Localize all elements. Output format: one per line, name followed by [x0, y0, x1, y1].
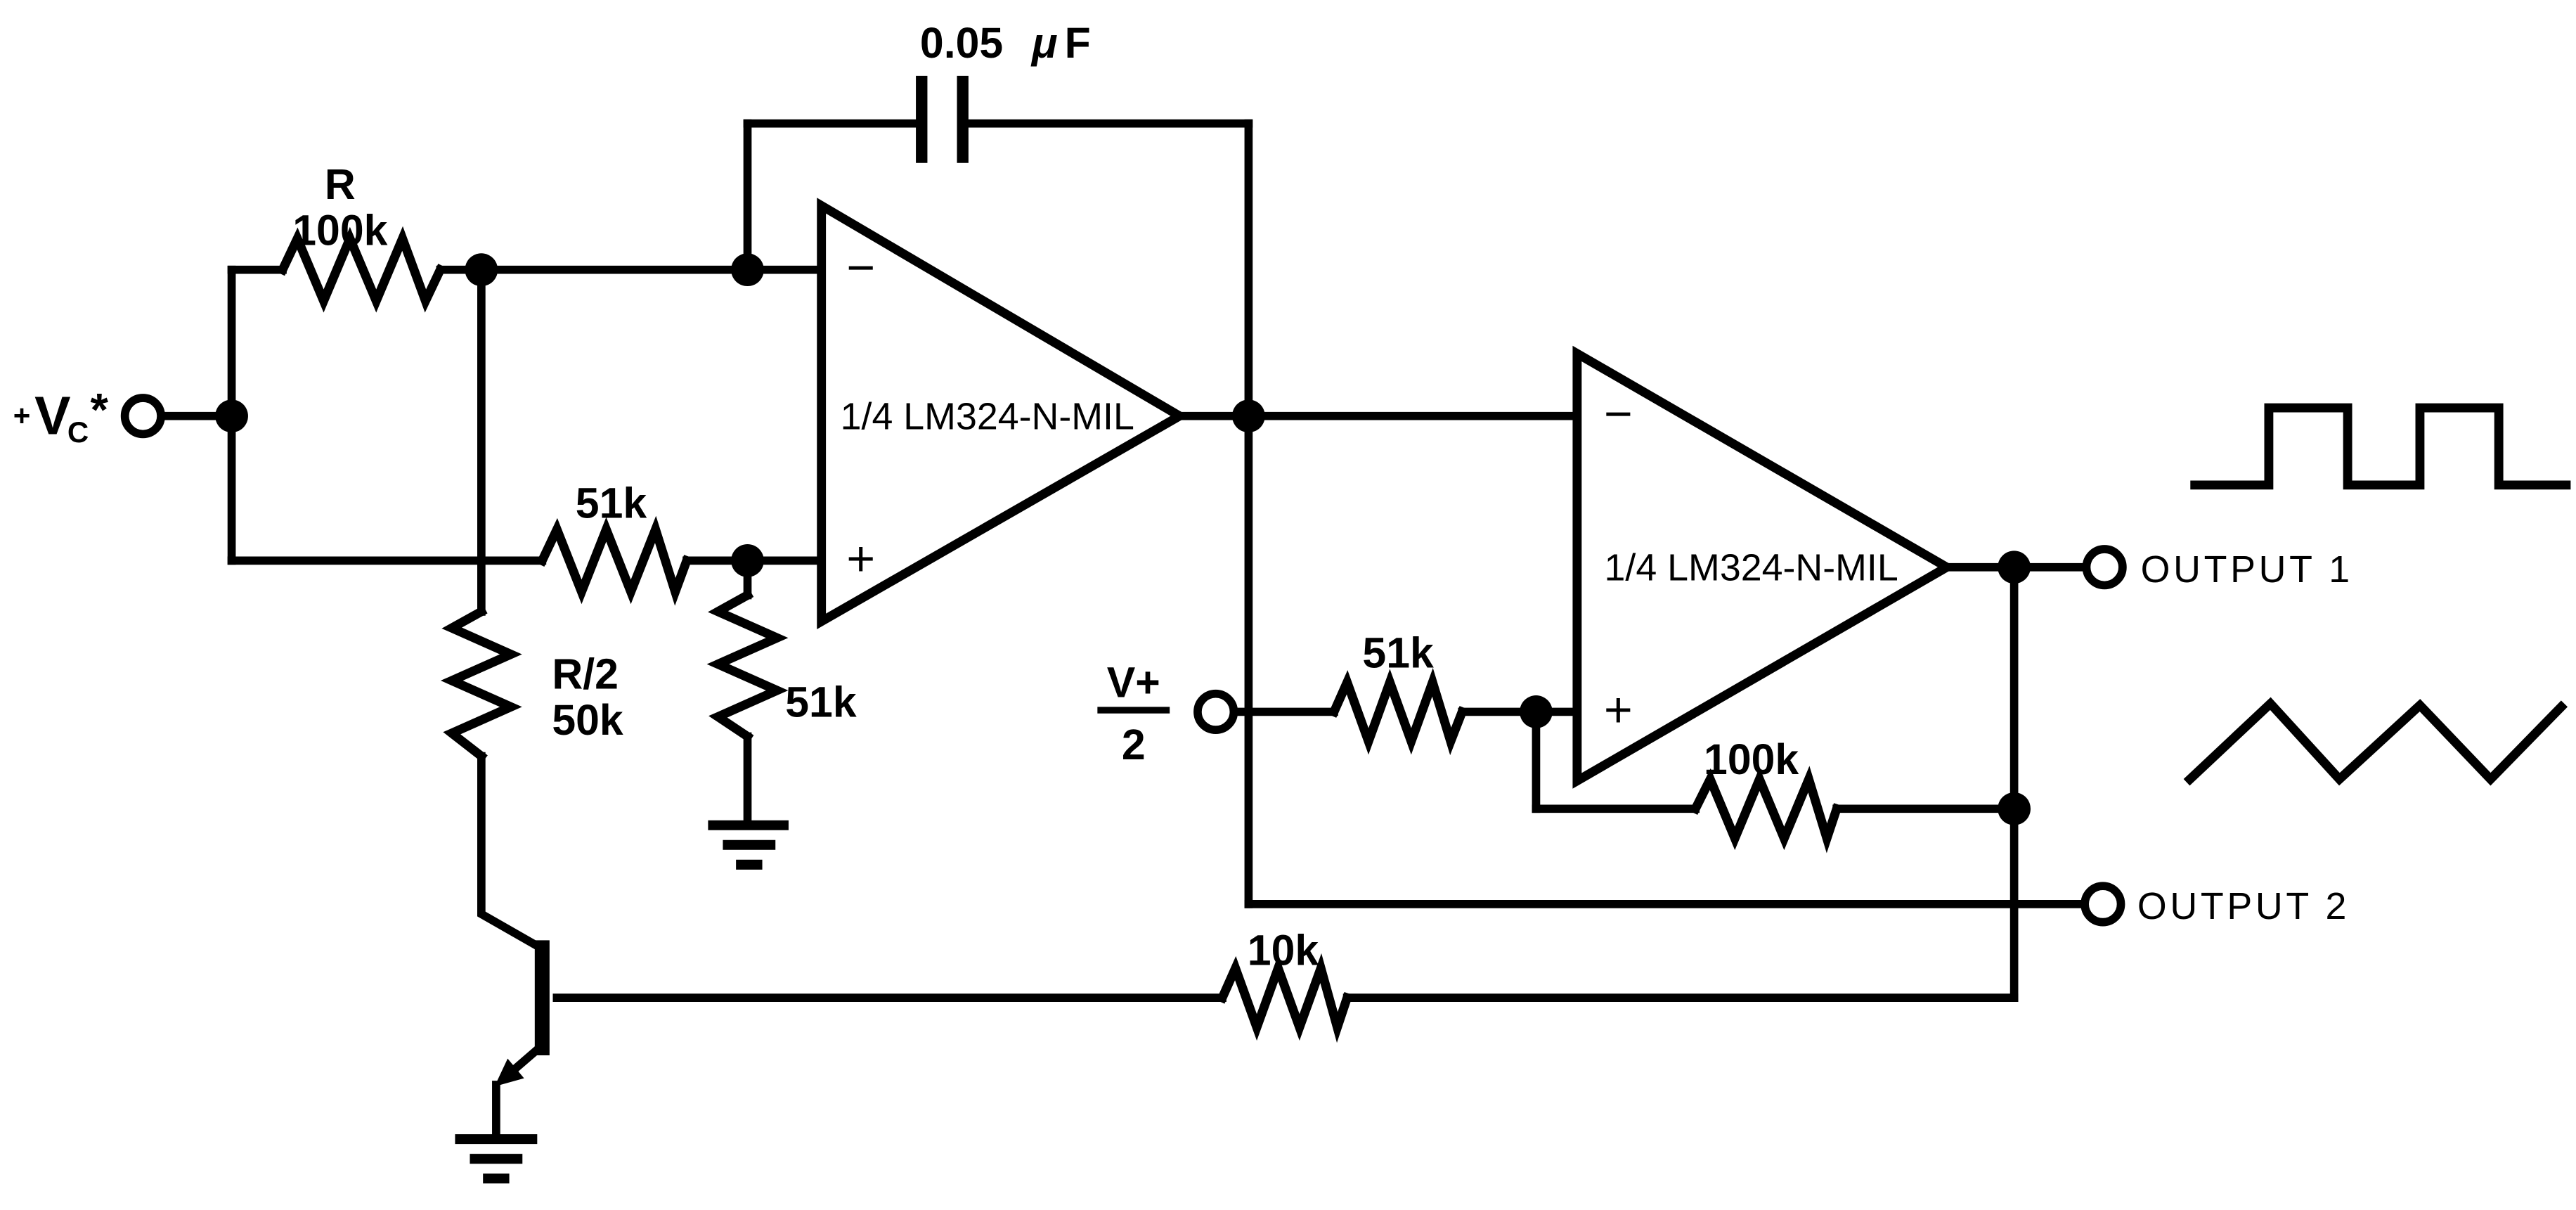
- vc-subscript-label: C: [67, 416, 89, 449]
- junction-dot: [465, 253, 498, 287]
- junction-dot: [1232, 399, 1265, 433]
- capacitor-value-label: 0.05: [920, 19, 1003, 67]
- junction-dot: [1998, 792, 2031, 825]
- terminal-vref-input: [1193, 689, 1238, 734]
- opamp2-label: 1/4 LM324-N-MIL: [1605, 546, 1898, 588]
- opamp1-inverting-symbol: −: [846, 240, 875, 295]
- resistor-10k-base: [1216, 953, 1353, 1043]
- vc-symbol-label: V: [34, 385, 70, 446]
- transistor-emitter-arrow-icon: [494, 1058, 524, 1087]
- r-top-value-label: 100k: [292, 207, 387, 255]
- r-51k-ground-label: 51k: [785, 678, 857, 726]
- vref-numerator-label: V+: [1107, 658, 1160, 706]
- opamp1-triangle: [817, 198, 1189, 629]
- vref-fraction-label: V+ 2: [1097, 658, 1170, 768]
- terminal-vc-input: [120, 394, 165, 439]
- r-10k-base-label: 10k: [1248, 926, 1319, 974]
- r-100k-feedback-label: 100k: [1704, 735, 1799, 783]
- r-half-name-label: R/2: [552, 650, 619, 698]
- labels: + V C * R 100k 0.05 μ F 51k R/2 50k 51k …: [13, 19, 2353, 974]
- square-wave-icon: [2190, 403, 2571, 490]
- opamp1-label: 1/4 LM324-N-MIL: [841, 395, 1134, 437]
- ground-symbol-transistor: [455, 1134, 538, 1184]
- resistor-r-100k: [276, 226, 446, 313]
- terminal-output1: [2082, 545, 2127, 590]
- vref-denominator-label: 2: [1122, 721, 1146, 768]
- r-51k-vref-label: 51k: [1362, 629, 1434, 676]
- vc-asterisk-label: *: [91, 385, 109, 436]
- output1-label: OUTPUT 1: [2141, 548, 2353, 591]
- junction-dot: [1520, 695, 1553, 728]
- capacitor-unit-label: F: [1065, 19, 1091, 67]
- r-half-value-label: 50k: [552, 696, 623, 744]
- capacitor-0.05uF: [916, 75, 969, 163]
- junction-dot: [731, 544, 764, 577]
- capacitor-mu-label: μ: [1030, 19, 1058, 67]
- wire-collector: [477, 752, 545, 953]
- r-51k-input-label: 51k: [576, 480, 647, 527]
- junction-dot: [215, 399, 248, 433]
- triangle-wave-icon: [2183, 697, 2568, 786]
- resistor-100k-feedback: [1689, 766, 1843, 854]
- ground-symbol-51k: [708, 820, 789, 870]
- resistor-r-half-50k: [440, 605, 522, 763]
- opamp1-noninverting-symbol: +: [846, 531, 875, 586]
- terminal-output2: [2080, 882, 2125, 927]
- r-top-name-label: R: [325, 160, 356, 208]
- resistor-51k-input: [536, 515, 693, 606]
- opamp2-noninverting-symbol: +: [1604, 682, 1633, 737]
- junction-dot: [1998, 551, 2031, 584]
- transistor-npn: [492, 940, 550, 1140]
- junction-dot: [731, 253, 764, 287]
- resistor-51k-vref: [1328, 668, 1468, 756]
- opamp2-triangle: [1572, 345, 1956, 789]
- resistor-51k-ground: [706, 588, 789, 743]
- vc-plus-label: +: [13, 399, 31, 432]
- opamp2-inverting-symbol: −: [1604, 387, 1633, 442]
- output2-label: OUTPUT 2: [2137, 885, 2350, 927]
